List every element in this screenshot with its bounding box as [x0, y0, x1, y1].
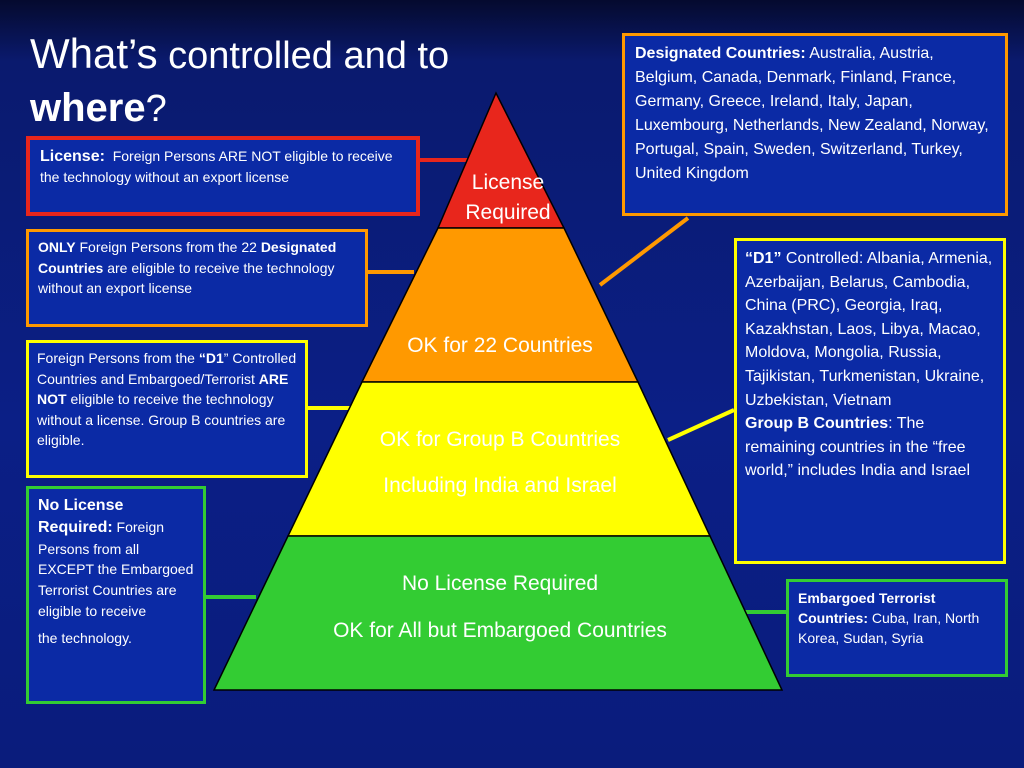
tier-groupb-line1: OK for Group B Countries — [379, 428, 621, 451]
tier-no-license — [212, 535, 784, 691]
d1-text2: ” Controlled Countries and Embargoed/Ter… — [37, 350, 297, 387]
embargoed-heading: Embargoed Terrorist Countries: — [798, 590, 936, 626]
tier-22-label: OK for 22 Countries — [407, 334, 593, 357]
title-rest: controlled and to — [157, 35, 450, 77]
embargoed-text: Cuba, Iran, North Korea, Sudan, Syria — [798, 610, 980, 646]
only22-text1: Foreign Persons from the 22 — [75, 239, 261, 255]
title-qmark: ? — [145, 88, 167, 130]
embargoed-box: Embargoed Terrorist Countries: Cuba, Ira… — [786, 579, 1008, 677]
tier-groupb-line2: Including India and Israel — [383, 474, 617, 497]
groupb-text: : The remaining countries in the “free w… — [745, 415, 971, 480]
tier-group-b — [286, 381, 712, 537]
only22-box: ONLY Foreign Persons from the 22 Designa… — [26, 229, 368, 327]
license-heading: License: — [40, 148, 105, 165]
tier-nolicense-line2: OK for All but Embargoed Countries — [333, 619, 667, 642]
designated-box: Designated Countries: Australia, Austria… — [622, 33, 1008, 216]
d1-text1: Foreign Persons from the — [37, 350, 199, 366]
nolicense-heading: No License Required: — [38, 497, 124, 536]
nolicense-text2: the technology. — [38, 629, 132, 646]
nolicense-box: No License Required: Foreign Persons fro… — [26, 486, 206, 704]
d1-controlled-heading: “D1” — [745, 250, 782, 267]
connector-d1controlled — [667, 408, 735, 442]
title-what: What’s — [30, 30, 158, 77]
title-where: where — [30, 86, 146, 130]
d1-controlled-box: “D1” Controlled: Albania, Armenia, Azerb… — [734, 238, 1006, 564]
slide-title: What’s controlled and to where? — [30, 28, 500, 135]
nolicense-text1: Foreign Persons from all EXCEPT the Emba… — [38, 518, 194, 619]
designated-text: Australia, Austria, Belgium, Canada, Den… — [635, 45, 989, 182]
d1-bold: “D1 — [198, 350, 224, 366]
d1-box: Foreign Persons from the “D1” Controlled… — [26, 340, 308, 478]
only22-designated: Designated Countries — [38, 239, 337, 276]
tier-nolicense-line1: No License Required — [401, 572, 599, 595]
license-box: License: Foreign Persons ARE NOT eligibl… — [26, 136, 420, 216]
tier-license-line1: License — [471, 171, 545, 194]
only22-only: ONLY — [38, 239, 76, 255]
license-text: Foreign Persons ARE NOT eligible to rece… — [40, 148, 393, 185]
d1-text3: eligible to receive the technology witho… — [37, 391, 286, 449]
designated-heading: Designated Countries: — [635, 45, 806, 62]
tier-license-label: License Required — [438, 168, 578, 228]
groupb-heading: Group B Countries — [745, 415, 889, 433]
only22-text2: are eligible to receive the technology w… — [38, 259, 335, 297]
d1-controlled-text: Controlled: Albania, Armenia, Azerbaijan… — [745, 250, 993, 409]
d1-arenot: ARE NOT — [37, 370, 289, 408]
connector-designated — [598, 216, 690, 287]
tier-license-line2: Required — [465, 201, 551, 224]
